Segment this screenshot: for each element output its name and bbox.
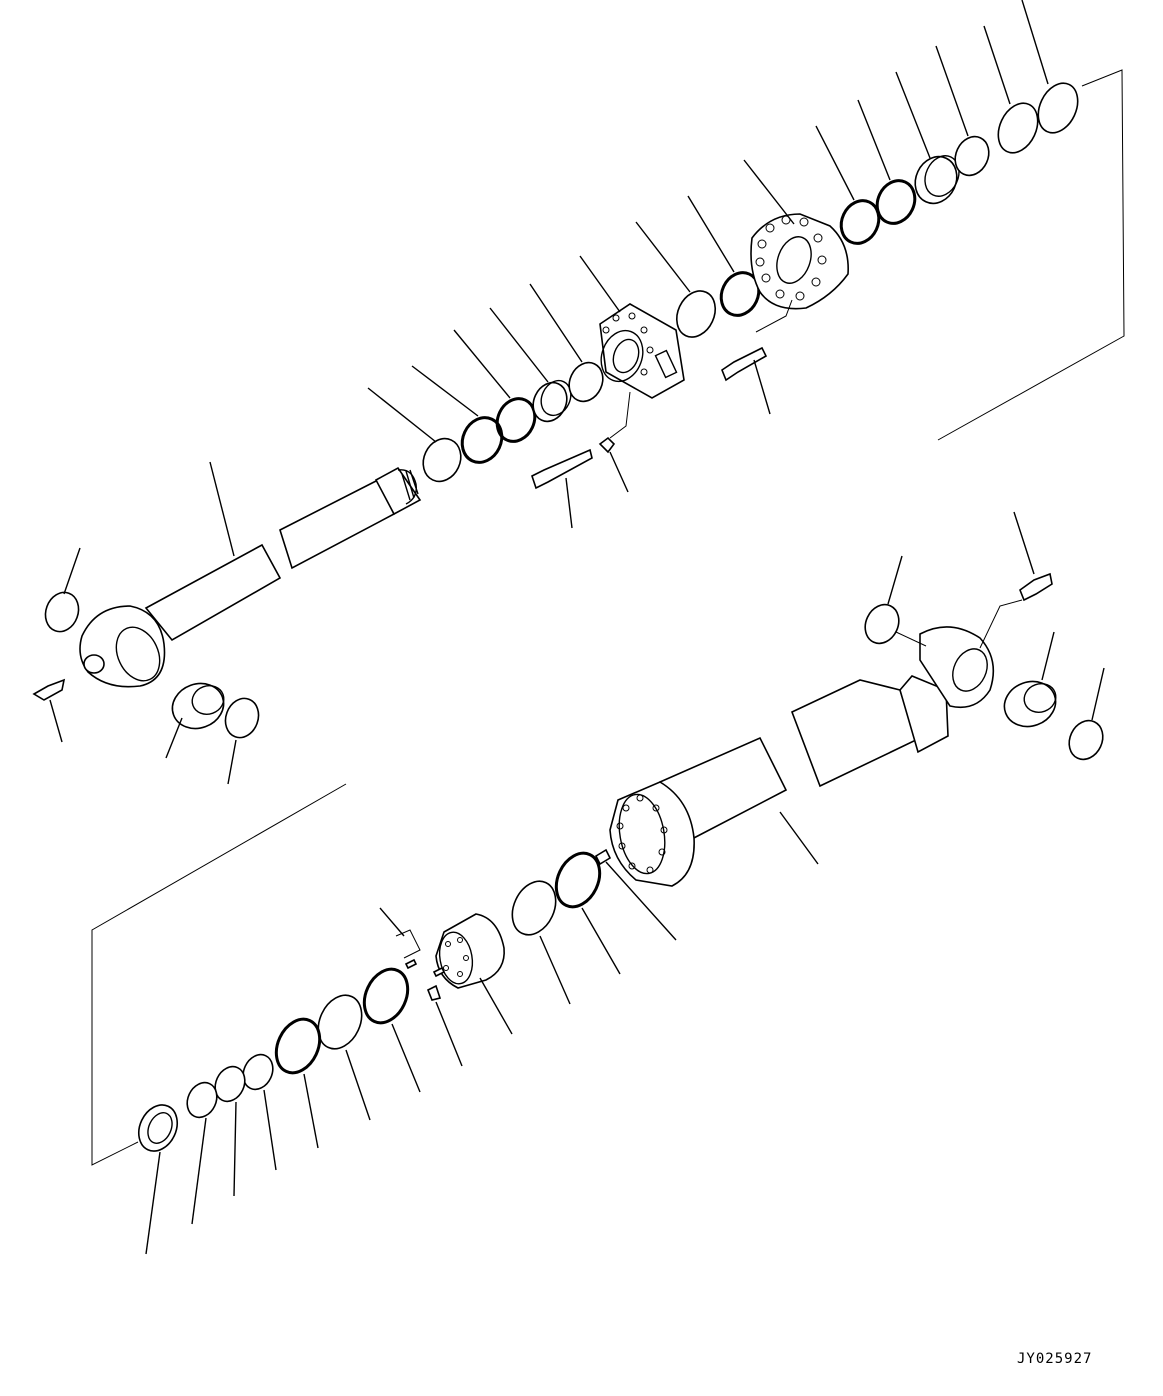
piston-ring-2 [317,994,371,1121]
head-bolt-left [531,448,593,529]
head-bolt-right [721,346,771,415]
rod-ring-4 [529,283,604,403]
upper-group-frame [937,69,1125,441]
lower-group-frame [91,783,347,1166]
rod-ring-2 [411,365,504,464]
rod-bushing [165,682,225,759]
cylinder-head-left [579,255,685,439]
cylinder-tube [609,626,995,887]
top-ring-5 [1021,0,1079,134]
piston-ring-3 [274,1017,322,1149]
tube-dust-seal-left [864,555,927,647]
rod-dust-seal-left [44,547,81,633]
grease-fitting-rod [32,678,66,743]
set-screw [594,848,677,941]
piston-ring-5 [214,1065,246,1197]
rod-bushing-sleeve [489,307,572,423]
head-washer-left [598,436,629,493]
top-bushing [895,71,960,205]
tube-dust-seal-right [1068,667,1105,761]
head-o-ring [635,221,717,338]
lock-pins [379,907,463,1067]
cylinder-head-right [743,159,849,333]
piston-ring-6 [186,1081,218,1225]
rod-dust-seal-right [224,697,260,785]
tube-bushing [1003,631,1057,728]
top-ring-2 [857,99,917,225]
piston-ring-4 [242,1053,277,1171]
piston [435,913,513,1035]
cushion-ring [137,1104,179,1255]
head-ring-thick [687,195,761,317]
piston-ring-thick [554,851,621,975]
grease-fitting-tube [979,511,1053,649]
rod-ring-1 [367,387,462,483]
rod-ring-3 [453,329,537,443]
piston-seal [511,880,571,1005]
top-ring-1 [815,125,881,245]
top-ring-4 [983,25,1039,154]
drawing-id-label: JY025927 [1017,1351,1093,1367]
top-ring-3 [935,45,990,177]
piston-rod [79,461,422,688]
piston-ring-1 [362,967,421,1093]
